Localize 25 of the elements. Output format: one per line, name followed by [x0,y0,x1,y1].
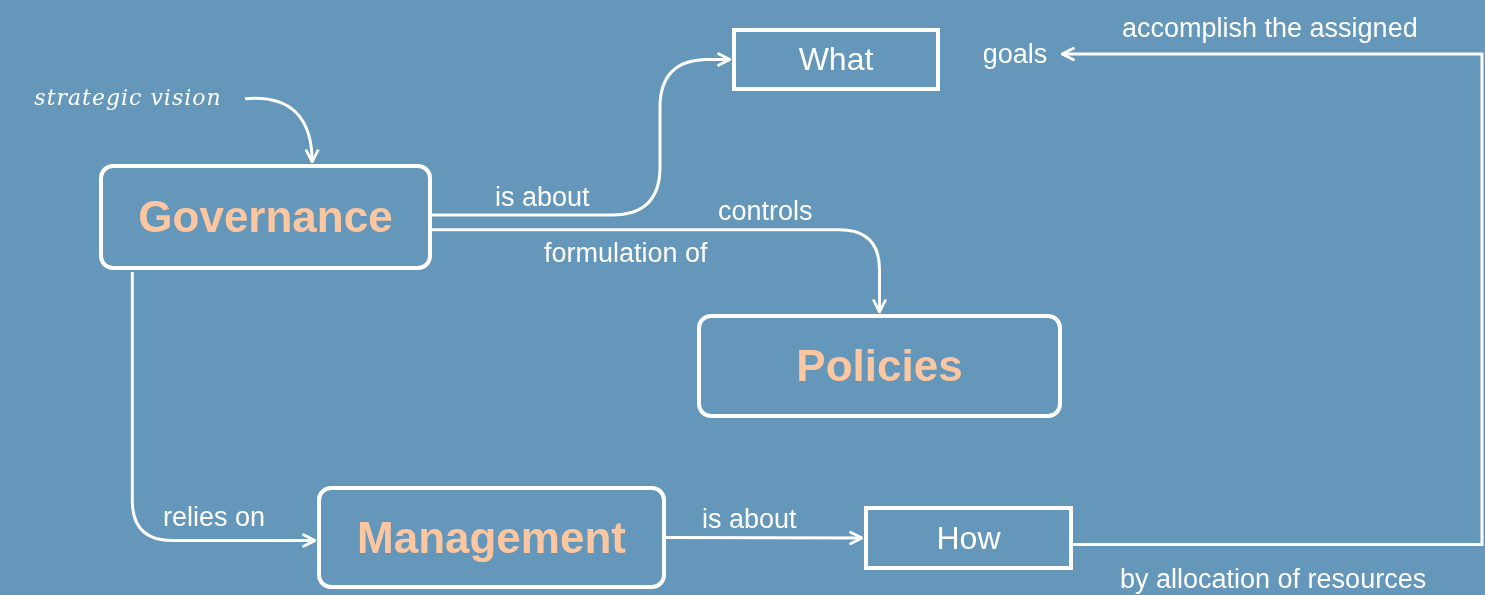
goal-text: goals [972,36,1058,72]
edge-label: relies on [163,502,266,532]
edge-label: is about [495,182,590,212]
arrow [432,228,888,314]
box-label: Management [357,512,626,563]
process-box [99,164,432,270]
process-box [732,28,940,91]
arrow [130,272,317,549]
edge-label: accomplish the assigned [1122,13,1418,43]
box-label: What [798,41,874,78]
annotation-label: formulation of [544,238,708,268]
box-label: Governance [138,192,393,242]
arrow [1060,46,1484,546]
arrow [432,51,732,217]
annotation-label: by allocation of resources [1120,564,1427,594]
box-label: How [936,519,1001,557]
arrow [244,96,320,164]
box-label: Policies [796,341,963,391]
edge-label: controls [718,196,813,226]
annotation-text: strategic vision [12,80,244,114]
edge-label: is about [702,504,797,534]
arrow [666,530,864,546]
process-box [864,506,1073,570]
process-box [317,486,666,589]
process-box [697,314,1062,418]
